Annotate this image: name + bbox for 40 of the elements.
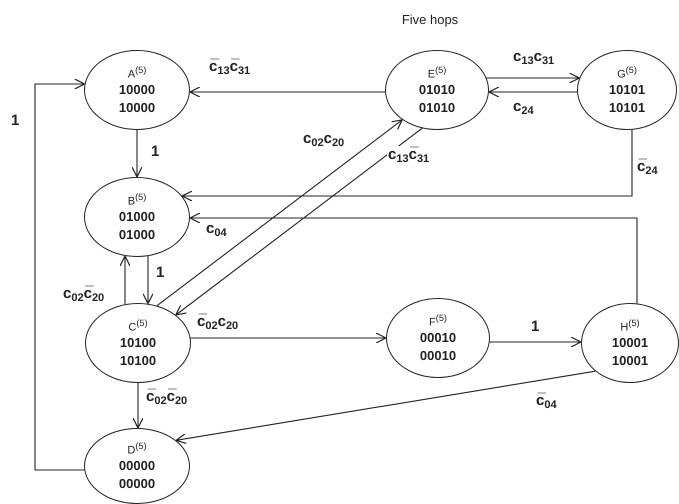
arrow [182, 130, 633, 202]
state-name: F$^{(5)}$ [429, 312, 447, 330]
state-code: 00000 [118, 475, 156, 494]
arrow [156, 119, 403, 306]
state-code: 01010 [418, 99, 456, 118]
arrow [119, 255, 131, 304]
arrow [488, 86, 578, 98]
state-code: 10101 [608, 99, 646, 118]
arrow [131, 130, 143, 178]
state-name: C$^{(5)}$ [128, 316, 148, 334]
state-code: 10000 [118, 99, 156, 118]
arrow [189, 212, 638, 304]
state-code: 00010 [420, 347, 456, 366]
arrow [175, 128, 422, 316]
state-code: 10000 [118, 81, 156, 100]
diagram-title: Five hops [400, 12, 460, 27]
arrow [142, 256, 154, 304]
arrow [190, 332, 387, 344]
state-code: 01010 [418, 81, 456, 100]
state-code: 00010 [420, 329, 456, 348]
arrow [486, 72, 580, 84]
state-name: D$^{(5)}$ [127, 440, 147, 458]
arrow [490, 336, 582, 348]
state-code: 10001 [612, 352, 648, 370]
state-name: B$^{(5)}$ [128, 190, 146, 208]
state-name: E$^{(5)}$ [428, 64, 446, 82]
state-code: 10101 [608, 81, 646, 100]
state-name: H$^{(5)}$ [620, 316, 640, 334]
state-code: 01000 [118, 226, 156, 244]
state-code: 10100 [120, 334, 156, 352]
state-name: G$^{(5)}$ [617, 64, 637, 82]
state-code: 10100 [120, 352, 156, 370]
state-code: 00000 [118, 457, 156, 476]
arrow [132, 383, 144, 429]
state-code: 01000 [118, 208, 156, 226]
state-name: A$^{(5)}$ [128, 64, 146, 82]
arrow [189, 86, 386, 98]
arrow [176, 370, 596, 444]
arrow [34, 78, 86, 471]
state-code: 10001 [612, 334, 648, 352]
